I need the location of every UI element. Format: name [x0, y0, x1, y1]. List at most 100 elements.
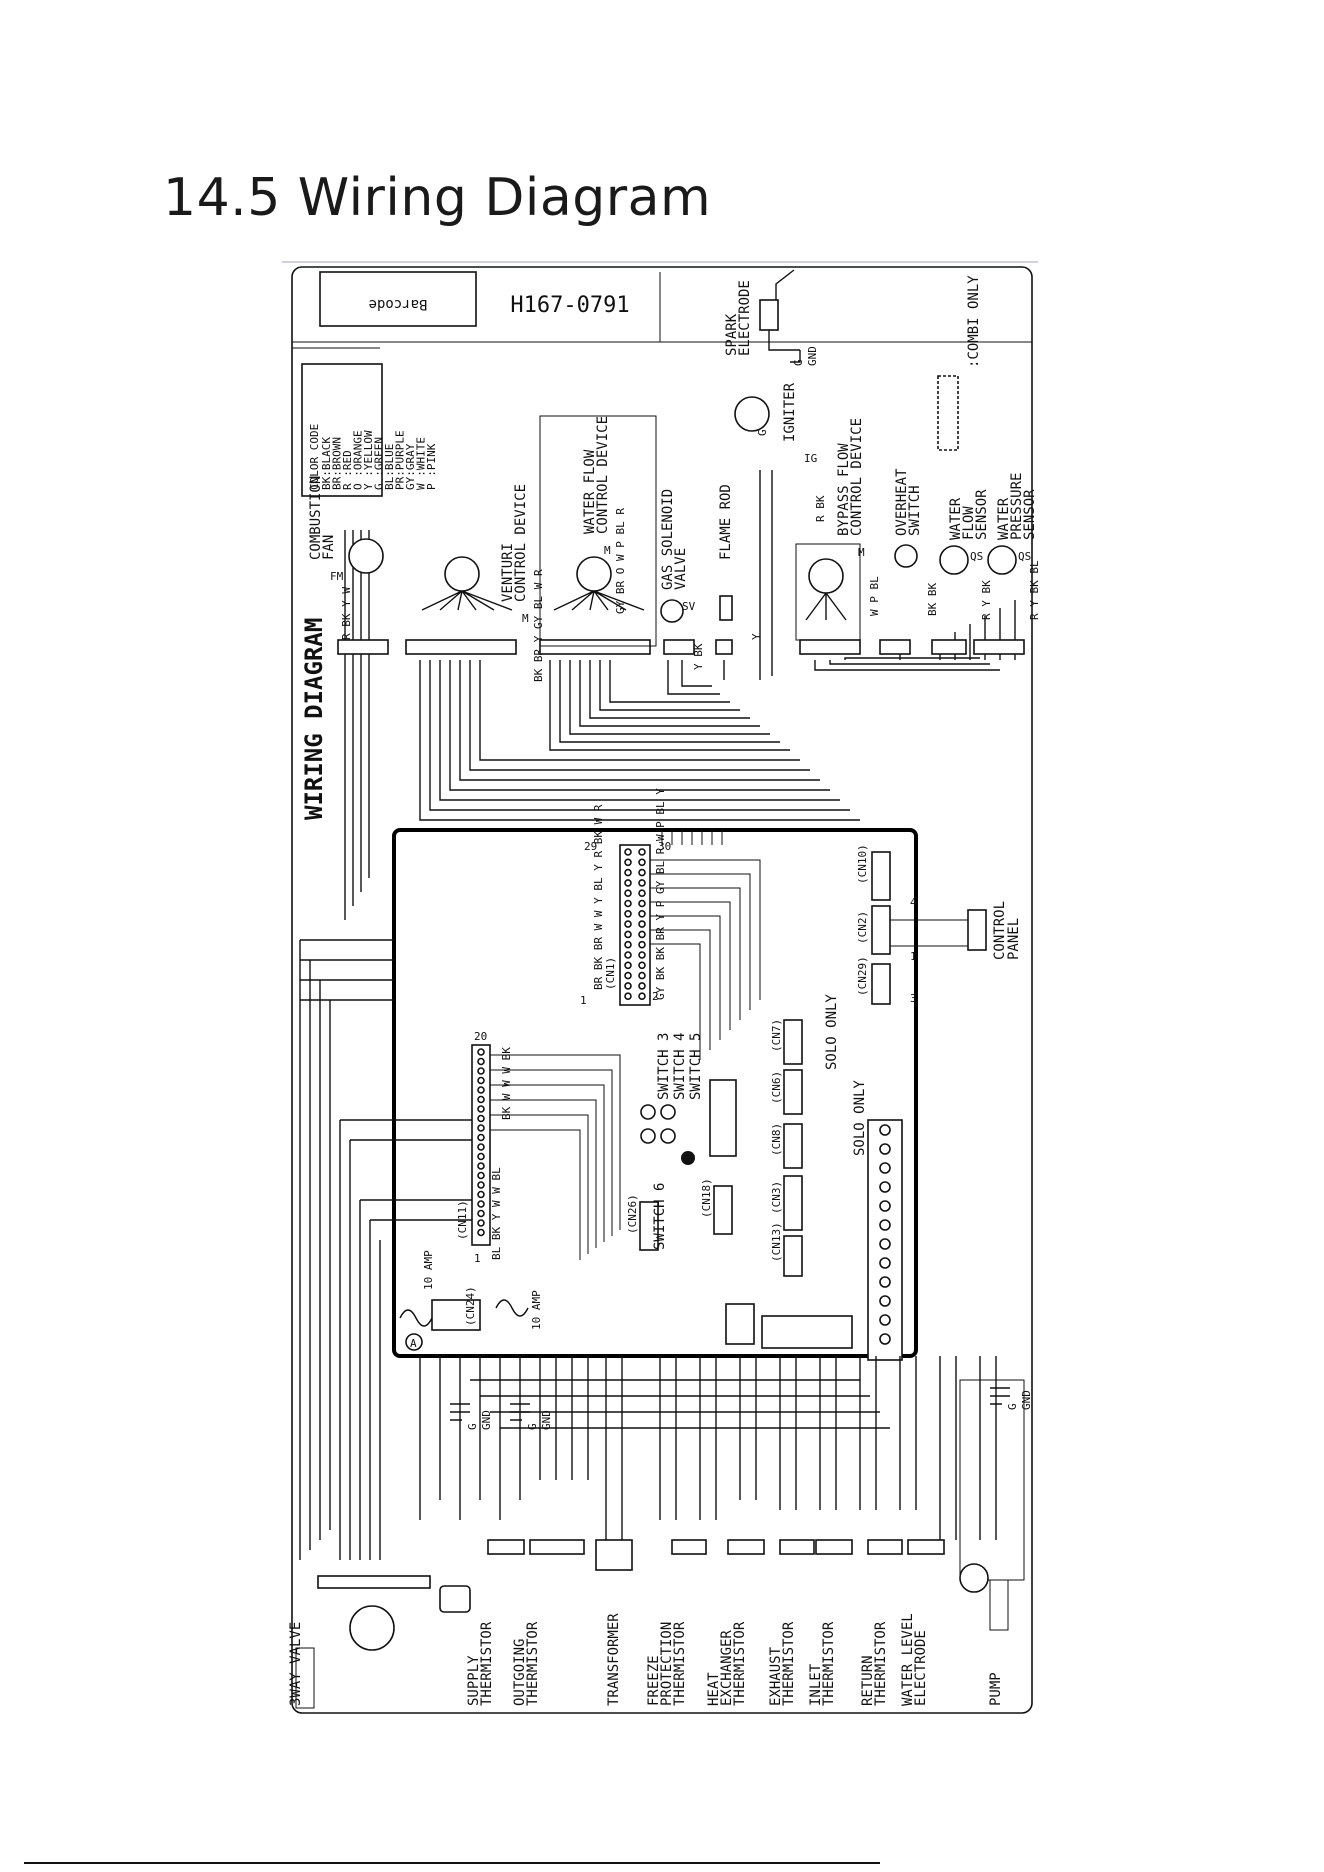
cn6-header	[783, 1069, 803, 1115]
terminal-screw	[879, 1200, 891, 1212]
cn18-header	[713, 1185, 733, 1235]
ground-label: GND	[480, 1410, 493, 1430]
pin-number: 1	[474, 1252, 481, 1265]
color-code-entry: Y :YELLOW	[362, 430, 375, 490]
cn11-pin	[477, 1200, 485, 1208]
cn10-header	[871, 851, 891, 901]
pin-number: 20	[474, 1030, 487, 1043]
cn1-row-a-wires: BR BK BR W W Y BL Y R BK W R	[592, 804, 605, 990]
combustion-fan-wires: R BK Y W	[340, 587, 353, 640]
return-thermistor-label: THERMISTOR	[873, 1621, 889, 1706]
pin-number: 1	[580, 994, 587, 1007]
pin-number: 3	[910, 992, 917, 1005]
cn11-pin	[477, 1095, 485, 1104]
gas-solenoid-label: GAS SOLENOID	[660, 489, 676, 590]
connector-label: (CN8)	[770, 1123, 783, 1156]
solo-only-label-2: SOLO ONLY	[852, 1080, 868, 1156]
connector-label: (CN29)	[856, 956, 869, 996]
combustion-fan-label: FAN	[321, 535, 337, 560]
cn11-pin	[477, 1219, 485, 1227]
connector-label: (CN1)	[604, 957, 617, 990]
water-level-label: WATER LEVEL	[900, 1613, 916, 1706]
color-code-entry: P :PINK	[425, 443, 438, 490]
pcb-labels: (CN1)(CN2)(CN3)(CN6)(CN7)(CN8)(CN10)(CN1…	[422, 788, 1022, 1330]
freeze-protection-label: FREEZE	[646, 1655, 662, 1706]
connector-label: (CN2)	[856, 911, 869, 944]
cn1-pin	[638, 909, 646, 918]
pcb-contents: A	[399, 830, 987, 1361]
terminal-screw	[879, 1181, 891, 1193]
cn1-pin	[638, 879, 646, 887]
ground-label: GND	[540, 1410, 553, 1430]
color-code-entry: BL:BLUE	[383, 444, 396, 490]
cn1-row-b-wires: GY BK BK BR Y P GY BL R W P BL Y	[654, 788, 667, 1000]
cn24-header	[431, 1299, 481, 1331]
igniter-icon	[734, 396, 770, 432]
terminal-screw	[879, 1162, 891, 1174]
connector-label: (CN18)	[700, 1178, 713, 1218]
color-code-title: COLOR CODE	[308, 424, 321, 490]
water-pressure-sensor-label: WATER	[996, 497, 1012, 540]
supply-thermistor-label: SUPPLY	[466, 1655, 482, 1706]
gas-solenoid-label: VALVE	[673, 548, 689, 590]
fan-motor-icon	[348, 538, 384, 574]
igniter-symbol: IG	[804, 452, 817, 465]
bypass-flow-label: CONTROL DEVICE	[849, 418, 865, 536]
cn11-pin	[477, 1076, 485, 1085]
connector-label: (CN26)	[626, 1194, 639, 1234]
water-flow-control-label: CONTROL DEVICE	[595, 416, 611, 534]
pressure-sensor-icon	[987, 545, 1017, 575]
overheat-switch-wires: BK BK	[926, 583, 939, 616]
heat-exchanger-label: HEAT	[706, 1672, 722, 1706]
dip-switch	[709, 1079, 737, 1157]
header-band: Barcode H167-0791	[292, 271, 1032, 343]
heat-exchanger-label: THERMISTOR	[732, 1621, 748, 1706]
bypass-motor-icon	[808, 558, 844, 594]
freeze-protection-label: PROTECTION	[659, 1622, 675, 1706]
cn1-pin	[624, 982, 632, 990]
main-title: WIRING DIAGRAM	[300, 618, 328, 820]
barcode-label: Barcode	[368, 296, 427, 312]
cn11-pin	[477, 1105, 485, 1113]
page-title: 14.5 Wiring Diagram	[163, 168, 712, 228]
venturi-label: VENTURI	[500, 543, 516, 602]
cn1-pin	[638, 961, 646, 970]
pump-label-box	[989, 1579, 1009, 1631]
water-pressure-sensor-wires: R Y BK BL	[1028, 560, 1041, 620]
combustion-fan-symbol: FM	[330, 570, 344, 583]
venturi-wires: BK BR Y GY BL W R	[532, 569, 545, 682]
igniter-wires: R BK	[814, 495, 827, 522]
gas-solenoid-symbol: SV	[682, 600, 696, 613]
cn1-pin	[638, 940, 646, 949]
cn11-row-b-wires: BL BK Y W W BL	[490, 1167, 503, 1260]
cn1-pin	[624, 909, 632, 918]
gas-solenoid-wires: Y BK	[692, 643, 705, 670]
spark-electrode-label: SPARK	[724, 313, 740, 356]
outgoing-thermistor-label: THERMISTOR	[525, 1621, 541, 1706]
bypass-flow-symbol: M	[858, 546, 865, 559]
terminal-screw	[879, 1314, 891, 1326]
cn11-pin	[477, 1086, 485, 1094]
venturi-symbol: M	[522, 612, 529, 625]
inlet-thermistor-label: THERMISTOR	[821, 1621, 837, 1706]
ground-label: GND	[806, 346, 819, 366]
color-code-entry: W :WHITE	[415, 437, 428, 490]
igniter-label: IGNITER	[782, 382, 798, 442]
spark-electrode-label: ELECTRODE	[737, 280, 753, 356]
cn29-header	[871, 963, 891, 1005]
cn11-pin	[477, 1181, 485, 1189]
control-panel-label: PANEL	[1006, 918, 1022, 960]
control-panel-label: CONTROL	[992, 901, 1008, 960]
cn7-header	[783, 1019, 803, 1065]
overheat-switch-label: OVERHEAT	[894, 468, 910, 536]
combi-only-label: :COMBI ONLY	[966, 275, 982, 368]
cn1-pin	[638, 982, 646, 990]
cn8-header	[783, 1123, 803, 1169]
overheat-switch-label: SWITCH	[907, 485, 923, 536]
pin-number: 29	[584, 840, 597, 853]
combustion-fan-label: COMBUSTION	[308, 476, 324, 560]
connector-label: (CN24)	[464, 1286, 477, 1326]
valve-motor-icon	[349, 1605, 395, 1651]
